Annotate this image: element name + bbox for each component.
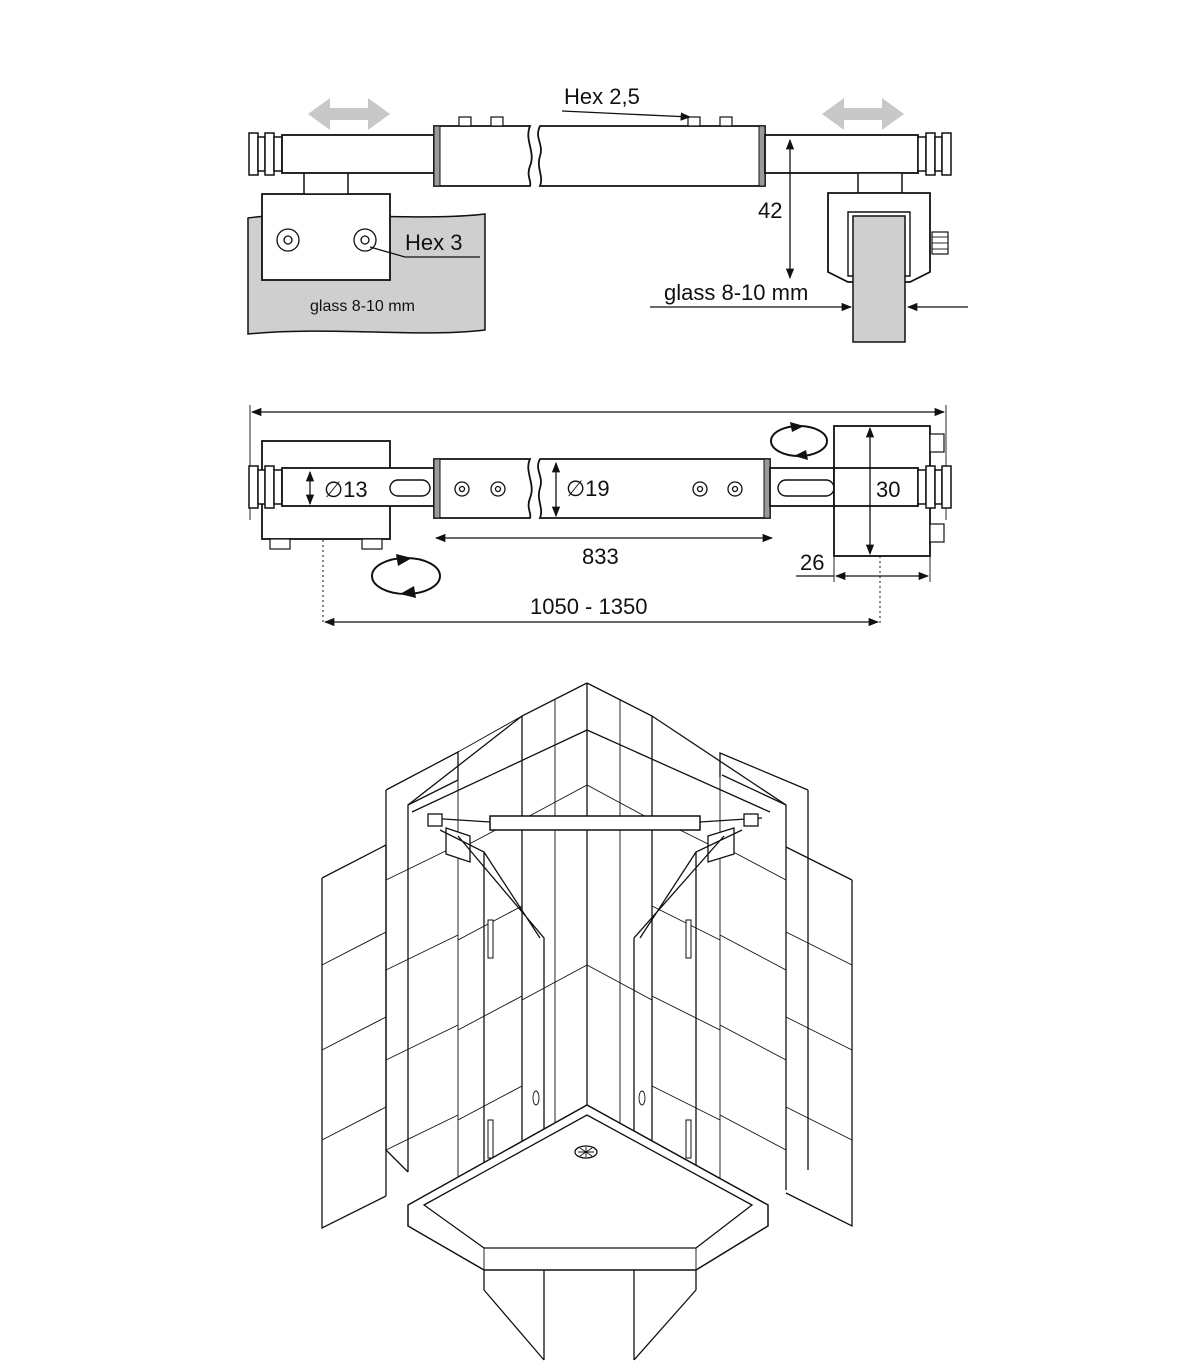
dim-30: 30: [876, 477, 900, 502]
grub-screw-icon: [929, 433, 945, 543]
dim-19: ∅19: [566, 476, 610, 501]
double-arrow-icon: [822, 98, 904, 130]
clamp-left: [261, 193, 391, 281]
glass-left-label: glass 8-10 mm: [310, 298, 415, 315]
hex-screw-icon: [454, 481, 743, 497]
dim-42: 42: [758, 198, 782, 223]
grub-screw-icon: [931, 231, 949, 255]
double-arrow-icon: [308, 98, 390, 130]
end-cap-left: [248, 132, 283, 176]
shower-enclosure-illustration: [321, 682, 853, 1361]
hex3-label: Hex 3: [405, 230, 462, 255]
end-cap-right: [917, 132, 952, 176]
hex-screw-icon: [276, 228, 377, 252]
dim-range: 1050 - 1350: [530, 594, 647, 619]
rotate-icon: [371, 554, 441, 598]
dim-26: 26: [800, 550, 824, 575]
dim-13: ∅13: [324, 477, 368, 502]
top-side-view: Hex 3 glass 8-10 mm Hex 2,5: [247, 84, 968, 343]
dim-833: 833: [582, 544, 619, 569]
rotate-icon: [770, 422, 828, 460]
glass-panel-right: [852, 215, 906, 343]
grub-screw-icon: [458, 116, 733, 127]
glass-right-label: glass 8-10 mm: [664, 280, 808, 305]
hex25-label: Hex 2,5: [564, 84, 640, 109]
middle-plan-view: ∅13 ∅19 30: [248, 405, 952, 627]
grub-screw-icon: [269, 538, 383, 550]
